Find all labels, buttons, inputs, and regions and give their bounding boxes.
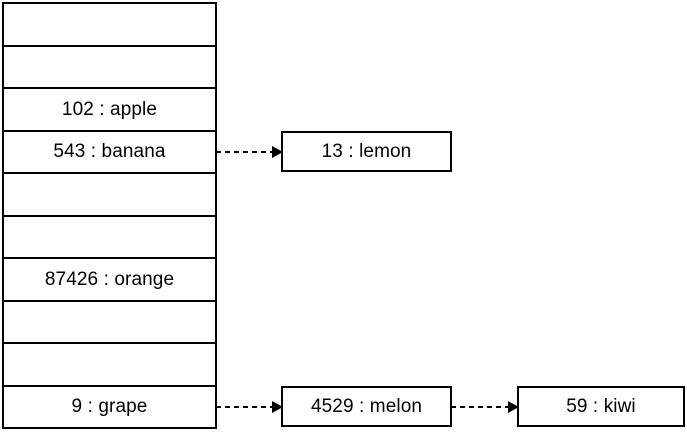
bucket-slot-label: 87426 : orange	[44, 268, 175, 290]
connector-banana-to-lemon	[216, 145, 283, 159]
bucket-slot-label: 102 : apple	[61, 98, 158, 120]
bucket-slot-6[interactable]: 87426 : orange	[4, 259, 215, 302]
chain-node-kiwi[interactable]: 59 : kiwi	[517, 386, 685, 427]
connector-melon-to-kiwi	[451, 400, 519, 414]
bucket-slot-7[interactable]	[4, 301, 215, 344]
bucket-slot-0[interactable]	[4, 4, 215, 47]
bucket-slot-9[interactable]: 9 : grape	[4, 386, 215, 427]
chain-node-label: 4529 : melon	[310, 396, 423, 417]
arrowhead-icon	[508, 401, 519, 413]
bucket-slot-4[interactable]	[4, 174, 215, 217]
chain-node-melon[interactable]: 4529 : melon	[281, 386, 452, 427]
bucket-slot-8[interactable]	[4, 344, 215, 387]
chain-node-lemon[interactable]: 13 : lemon	[281, 131, 452, 172]
connector-grape-to-melon	[216, 400, 283, 414]
chain-node-label: 13 : lemon	[321, 141, 412, 162]
bucket-array-table: 102 : apple 543 : banana 87426 : orange …	[2, 2, 217, 429]
bucket-slot-label: 543 : banana	[53, 141, 166, 163]
bucket-slot-5[interactable]	[4, 216, 215, 259]
bucket-slot-label: 9 : grape	[71, 396, 148, 418]
chain-node-label: 59 : kiwi	[566, 396, 636, 417]
arrowhead-icon	[272, 146, 283, 158]
arrowhead-icon	[272, 401, 283, 413]
bucket-slot-3[interactable]: 543 : banana	[4, 131, 215, 174]
bucket-slot-2[interactable]: 102 : apple	[4, 89, 215, 132]
bucket-slot-1[interactable]	[4, 46, 215, 89]
